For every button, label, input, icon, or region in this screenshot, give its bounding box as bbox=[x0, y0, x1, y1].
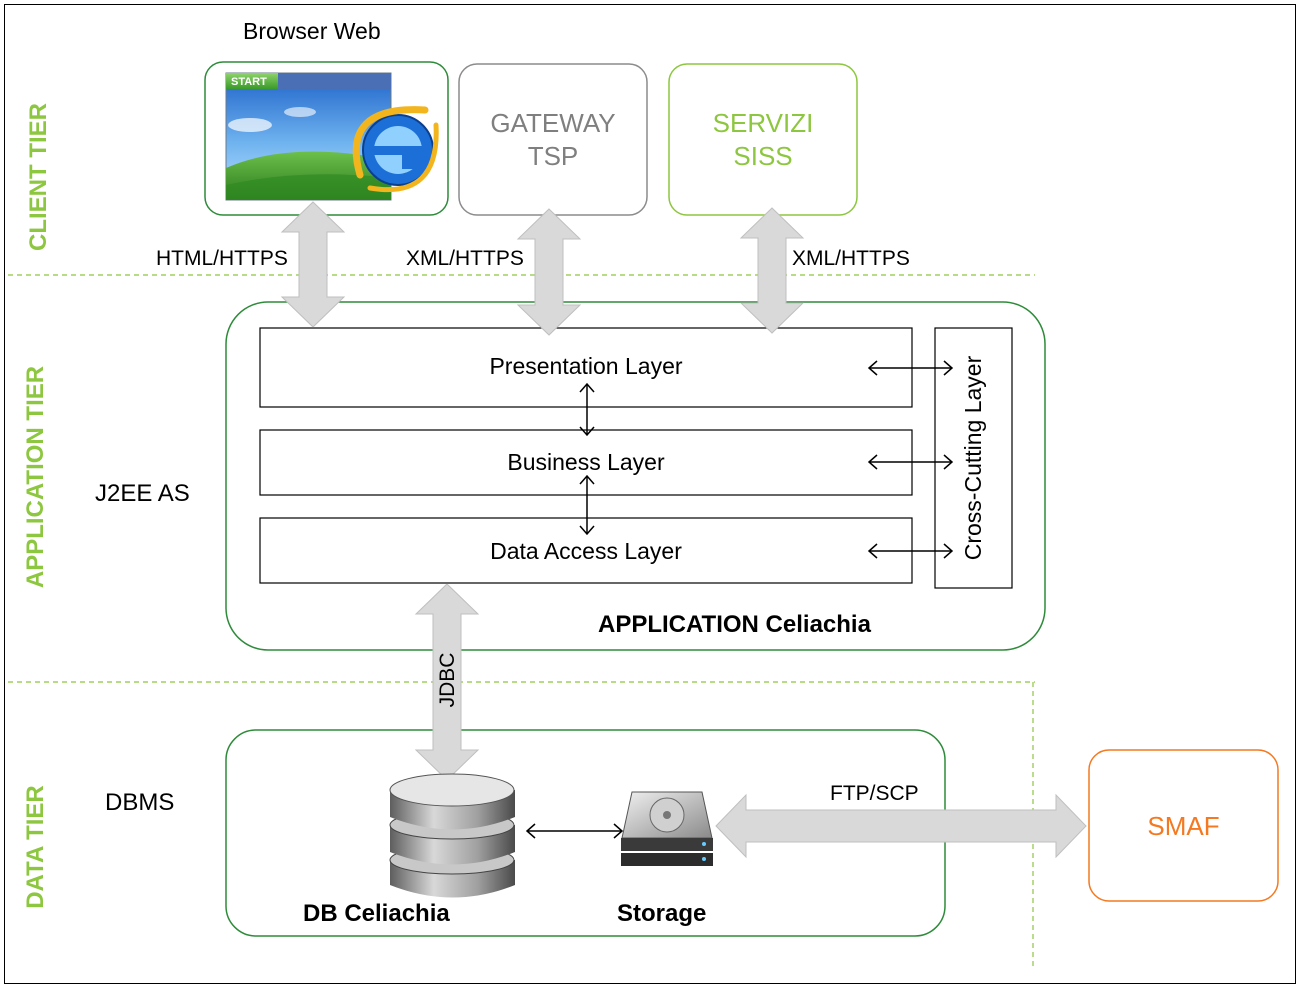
data-access-layer-label: Data Access Layer bbox=[490, 538, 682, 564]
servizi-protocol-label: XML/HTTPS bbox=[792, 247, 910, 270]
server-label: J2EE AS bbox=[95, 480, 190, 507]
servizi-label: SERVIZI SISS bbox=[712, 108, 814, 171]
data-tier-label: DATA TIER bbox=[22, 785, 49, 909]
smaf-box bbox=[1088, 749, 1279, 902]
application-tier-label: APPLICATION TIER bbox=[22, 365, 49, 589]
ftp-connection-arrow bbox=[715, 793, 1087, 859]
servizi-connection-arrow bbox=[739, 207, 805, 334]
gateway-connection-arrow bbox=[516, 208, 582, 336]
db-storage-head-right bbox=[613, 823, 624, 839]
ie-icon bbox=[352, 106, 439, 193]
servizi-box bbox=[668, 63, 858, 216]
client-tier-label: CLIENT TIER bbox=[25, 103, 52, 251]
application-name-label: APPLICATION Celiachia bbox=[598, 611, 871, 638]
browser-start-label: START bbox=[231, 76, 267, 88]
presentation-layer-label: Presentation Layer bbox=[489, 353, 683, 379]
browser-window-icon bbox=[225, 72, 392, 201]
presentation-crosscutting-head-right bbox=[943, 360, 954, 376]
presentation-crosscutting-head-left bbox=[867, 360, 878, 376]
data-access-layer-box bbox=[259, 517, 913, 584]
business-dataaccess-arrowhead-top bbox=[579, 474, 595, 485]
browser-connection-arrow bbox=[280, 201, 346, 328]
storage-icon bbox=[621, 791, 713, 866]
browser-protocol-label: HTML/HTTPS bbox=[156, 247, 288, 270]
browser-label: Browser Web bbox=[243, 18, 381, 44]
presentation-layer-box bbox=[259, 327, 913, 408]
business-crosscutting-head-left bbox=[867, 454, 878, 470]
business-crosscutting-head-right bbox=[943, 454, 954, 470]
dataaccess-crosscutting-head-right bbox=[943, 543, 954, 559]
gateway-protocol-label: XML/HTTPS bbox=[406, 247, 524, 270]
presentation-business-arrowhead-bottom bbox=[579, 426, 595, 437]
database-icon bbox=[389, 773, 515, 898]
small-arrows bbox=[525, 360, 954, 839]
ftp-protocol-label: FTP/SCP bbox=[830, 782, 919, 805]
business-dataaccess-arrowhead-bottom bbox=[579, 525, 595, 536]
cross-cutting-layer-label: Cross-Cutting Layer bbox=[960, 355, 986, 561]
gateway-label: GATEWAY TSP bbox=[490, 108, 616, 171]
dbms-label: DBMS bbox=[105, 789, 175, 816]
jdbc-label: JDBC bbox=[436, 652, 459, 708]
db-storage-head-left bbox=[525, 823, 536, 839]
presentation-business-arrowhead-top bbox=[579, 382, 595, 393]
smaf-label: SMAF bbox=[1147, 811, 1220, 841]
db-label: DB Celiachia bbox=[303, 900, 450, 927]
storage-label: Storage bbox=[617, 900, 707, 927]
business-layer-label: Business Layer bbox=[507, 449, 665, 475]
business-layer-box bbox=[259, 429, 913, 496]
dataaccess-crosscutting-head-left bbox=[867, 543, 878, 559]
